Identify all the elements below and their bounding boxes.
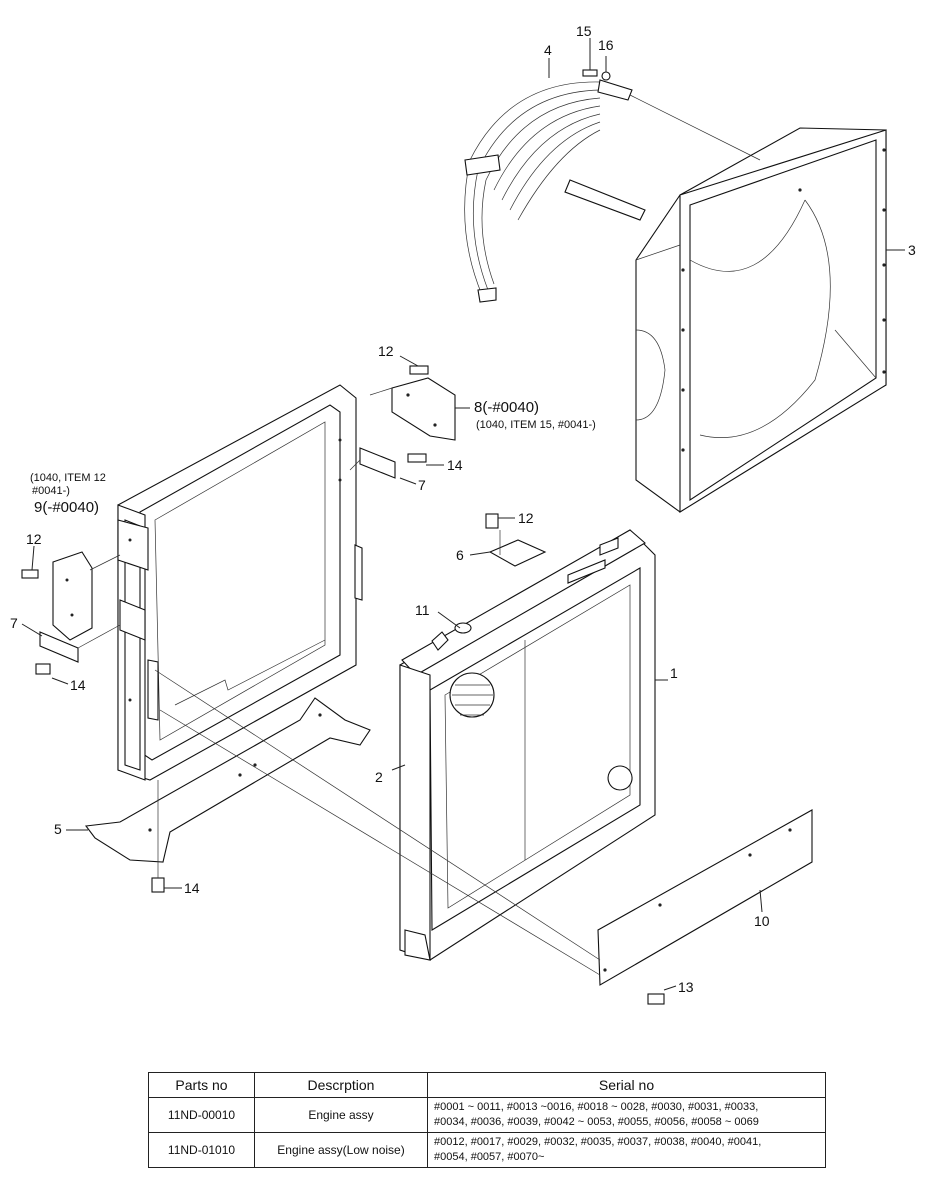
callout-10: 10 (754, 913, 770, 929)
table-row: 11ND-00010 Engine assy #0001 ~ 0011, #00… (148, 1097, 826, 1133)
assembly-guide-lines (77, 94, 761, 976)
callout-4: 4 (544, 42, 552, 58)
side-plate-10 (597, 809, 813, 986)
cell-parts-no: 11ND-01010 (148, 1132, 255, 1168)
radiator (399, 529, 656, 961)
table-row: 11ND-01010 Engine assy(Low noise) #0012,… (148, 1132, 826, 1168)
bolt-14-left (35, 663, 51, 675)
callout-7-lower: 7 (10, 615, 18, 631)
callout-1: 1 (670, 665, 678, 681)
callout-7-upper: 7 (418, 477, 426, 493)
callout-12-left: 12 (26, 531, 42, 547)
leader-lines (21, 38, 905, 991)
callout-13: 13 (678, 979, 694, 995)
bolt-12-upper (409, 365, 429, 375)
fan-guard (464, 79, 646, 303)
spacer-7-lower (39, 631, 79, 663)
table-header-row: Parts no Descrption Serial no (148, 1072, 826, 1098)
bolt-14-upper (407, 453, 427, 463)
callout-12-radiator: 12 (518, 510, 534, 526)
header-serial-no: Serial no (427, 1072, 826, 1098)
callout-15: 15 (576, 23, 592, 39)
callout-14-left: 14 (70, 677, 86, 693)
cell-description: Engine assy(Low noise) (254, 1132, 428, 1168)
callout-14-bottom: 14 (184, 880, 200, 896)
callout-3: 3 (908, 242, 916, 258)
cell-parts-no: 11ND-00010 (148, 1097, 255, 1133)
bolt-12-radiator (485, 513, 499, 529)
callout-2: 2 (375, 769, 383, 785)
note-item-9-line2: #0041-) (32, 485, 70, 497)
fan-shroud (635, 127, 887, 513)
filler-cap-11 (454, 622, 472, 634)
bracket-9 (52, 551, 93, 641)
serial-line: #0034, #0036, #0039, #0042 ~ 0053, #0055… (434, 1116, 759, 1128)
bolt-14-bottom (151, 877, 165, 893)
header-parts-no: Parts no (148, 1072, 255, 1098)
callout-8: 8(-#0040) (474, 399, 539, 416)
exploded-parts-diagram: 1 2 3 4 5 6 7 7 8(-#0040) (1040, ITEM 15… (10, 23, 916, 1005)
parts-table: Parts no Descrption Serial no 11ND-00010… (148, 1072, 826, 1168)
serial-line: #0001 ~ 0011, #0013 ~0016, #0018 ~ 0028,… (434, 1101, 759, 1113)
callout-14-upper: 14 (447, 457, 463, 473)
cover-plate-6 (488, 539, 547, 567)
left-frame-assembly (117, 384, 363, 781)
callout-11: 11 (415, 602, 430, 618)
cell-serial-no: #0012, #0017, #0029, #0032, #0035, #0037… (427, 1132, 826, 1168)
cell-description: Engine assy (254, 1097, 428, 1133)
note-item-9-line1: (1040, ITEM 12 (30, 472, 106, 484)
callout-6: 6 (456, 547, 464, 563)
bolt-13 (647, 993, 665, 1005)
washer-16 (601, 71, 611, 81)
serial-line: #0012, #0017, #0029, #0032, #0035, #0037… (434, 1136, 762, 1148)
callout-5: 5 (54, 821, 62, 837)
callout-12-upper: 12 (378, 343, 394, 359)
header-description: Descrption (254, 1072, 428, 1098)
bolt-12-left (21, 569, 39, 579)
callout-9: 9(-#0040) (34, 499, 99, 516)
note-item-8: (1040, ITEM 15, #0041-) (476, 419, 596, 431)
callout-labels: 1 2 3 4 5 6 7 7 8(-#0040) (1040, ITEM 15… (10, 23, 916, 995)
callout-16: 16 (598, 37, 614, 53)
spacer-7-upper (359, 447, 396, 479)
bolt-15 (582, 69, 598, 77)
serial-line: #0054, #0057, #0070~ (434, 1151, 545, 1163)
bracket-8 (391, 377, 456, 441)
cell-serial-no: #0001 ~ 0011, #0013 ~0016, #0018 ~ 0028,… (427, 1097, 826, 1133)
support-bracket-5 (84, 697, 371, 863)
